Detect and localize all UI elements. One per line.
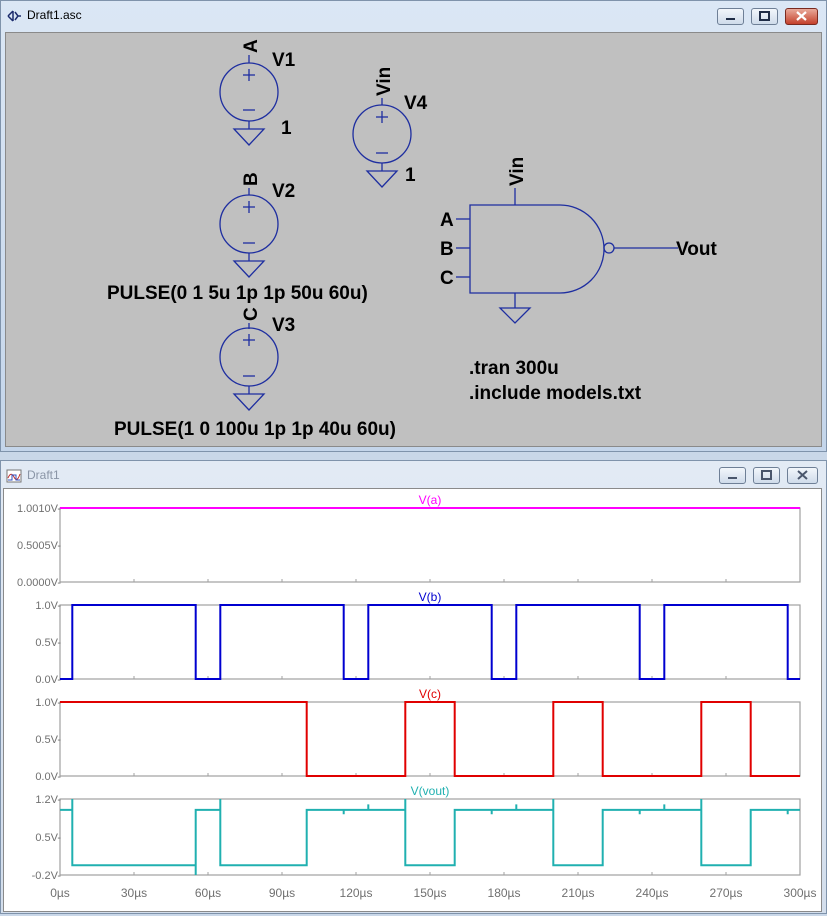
va-trace-title[interactable]: V(a) [419, 493, 442, 507]
wave-minimize-button[interactable] [719, 467, 746, 484]
x-tick-label: 150µs [414, 886, 447, 900]
vvout-y-tick-label: 1.2V- [35, 794, 61, 806]
vc-pane[interactable]: V(c) 1.0V- 0.5V- 0.0V- [35, 687, 801, 783]
waveform-window-title: Draft1 [27, 468, 60, 482]
waveform-plots: V(a) 1.0010V- 0.5005V- 0.0000V- V(b) 1.0V- 0.5… [17, 493, 817, 900]
x-tick-label: 60µs [195, 886, 221, 900]
restore-button[interactable] [751, 8, 778, 25]
v2-node-label: B [241, 172, 262, 186]
gate-supply-label: Vin [507, 157, 528, 186]
schematic-app-icon [7, 10, 21, 22]
v4-name-label: V4 [404, 93, 428, 114]
v1-source-symbol[interactable] [219, 55, 279, 146]
v3-node-label: C [241, 307, 262, 321]
vb-pane[interactable]: V(b) 1.0V- 0.5V- 0.0V- [35, 590, 801, 686]
v2-source-symbol[interactable] [219, 188, 279, 278]
nand-gate-symbol[interactable] [456, 188, 678, 324]
schematic-canvas[interactable]: A V1 1 Vin V4 1 B V2 PULSE(0 1 5u 1p 1p … [5, 32, 822, 447]
v1-name-label: V1 [272, 50, 296, 71]
close-icon [796, 11, 807, 21]
vb-pane-frame [59, 604, 801, 680]
close-icon [797, 470, 808, 480]
vb-y-tick-label: 1.0V- [35, 600, 61, 612]
vb-trace-line[interactable] [60, 604, 800, 680]
vc-y-tick-label: 1.0V- [35, 697, 61, 709]
wave-close-button[interactable] [787, 467, 818, 484]
v2-value-label: PULSE(0 1 5u 1p 1p 50u 60u) [107, 283, 368, 304]
v2-name-label: V2 [272, 181, 295, 202]
vvout-y-tick-label: -0.2V- [32, 870, 62, 882]
include-directive[interactable]: .include models.txt [469, 383, 642, 404]
x-tick-label: 120µs [340, 886, 373, 900]
schematic-drawing: A V1 1 Vin V4 1 B V2 PULSE(0 1 5u 1p 1p … [107, 39, 717, 440]
x-axis: 0µs 30µs 60µs 90µs 120µs 150µs 180µs 210µs 240µs… [50, 886, 816, 900]
tran-directive[interactable]: .tran 300u [469, 358, 559, 379]
schematic-titlebar[interactable]: Draft1.asc [1, 1, 826, 31]
gate-output-label: Vout [676, 239, 717, 260]
vvout-trace-line[interactable] [60, 799, 800, 875]
waveform-app-icon [6, 469, 22, 483]
vvout-trace-title[interactable]: V(vout) [411, 784, 450, 798]
schematic-window-title: Draft1.asc [27, 8, 82, 22]
x-tick-label: 0µs [50, 886, 70, 900]
vb-y-tick-label: 0.5V- [35, 637, 61, 649]
schematic-window[interactable]: Draft1.asc [0, 0, 827, 452]
v3-source-symbol[interactable] [219, 323, 279, 411]
vc-trace-title[interactable]: V(c) [419, 687, 441, 701]
v4-node-label: Vin [374, 67, 395, 96]
restore-icon [761, 470, 772, 480]
vc-trace-line[interactable] [60, 701, 800, 777]
x-tick-label: 240µs [636, 886, 669, 900]
v4-source-symbol[interactable] [352, 98, 412, 188]
minimize-icon [726, 18, 735, 20]
x-tick-label: 90µs [269, 886, 295, 900]
v1-value-label: 1 [281, 118, 292, 139]
va-y-tick-label: 0.0000V- [17, 577, 61, 589]
v1-node-label: A [241, 39, 262, 53]
x-tick-label: 180µs [488, 886, 521, 900]
vc-pane-frame [59, 701, 801, 777]
va-pane-frame [59, 507, 801, 583]
v3-value-label: PULSE(1 0 100u 1p 1p 40u 60u) [114, 419, 396, 440]
gate-input-b-label: B [440, 239, 454, 260]
restore-icon [759, 11, 770, 21]
x-tick-label: 210µs [562, 886, 595, 900]
minimize-button[interactable] [717, 8, 744, 25]
vc-y-tick-label: 0.5V- [35, 734, 61, 746]
v4-value-label: 1 [405, 165, 416, 186]
va-pane[interactable]: V(a) 1.0010V- 0.5005V- 0.0000V- [17, 493, 801, 589]
vc-y-tick-label: 0.0V- [35, 771, 61, 783]
waveform-plot-area[interactable]: V(a) 1.0010V- 0.5005V- 0.0000V- V(b) 1.0V- 0.5… [3, 488, 822, 912]
wave-restore-button[interactable] [753, 467, 780, 484]
minimize-icon [728, 477, 737, 479]
va-y-tick-label: 0.5005V- [17, 540, 61, 552]
vvout-pane[interactable]: V(vout) 1.2V- 0.5V- -0.2V- [32, 784, 801, 882]
gate-input-a-label: A [440, 210, 454, 231]
x-tick-label: 270µs [710, 886, 743, 900]
vvout-pane-frame [59, 798, 801, 876]
vvout-y-tick-label: 0.5V- [35, 832, 61, 844]
va-y-tick-label: 1.0010V- [17, 503, 61, 515]
vb-y-tick-label: 0.0V- [35, 674, 61, 686]
x-tick-label: 30µs [121, 886, 147, 900]
waveform-titlebar[interactable]: Draft1 [1, 461, 826, 491]
v3-name-label: V3 [272, 315, 295, 336]
x-tick-label: 300µs [784, 886, 817, 900]
vb-trace-title[interactable]: V(b) [419, 590, 442, 604]
close-button[interactable] [785, 8, 818, 25]
gate-input-c-label: C [440, 268, 454, 289]
